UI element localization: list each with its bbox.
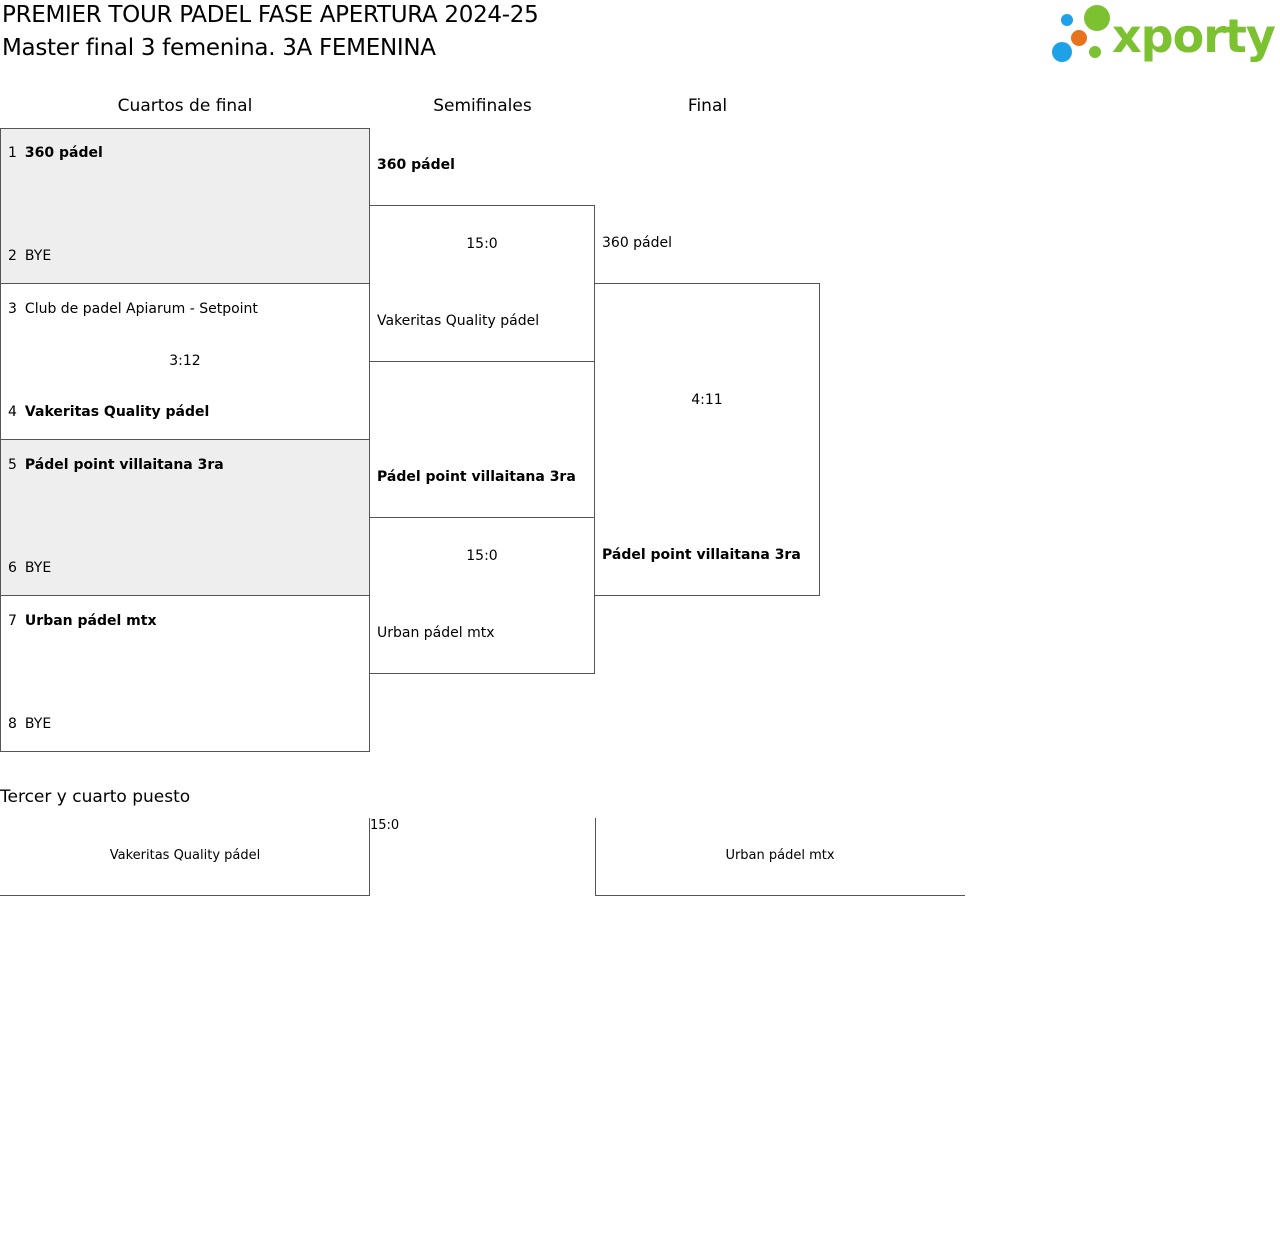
qf4-team-a: 7 Urban pádel mtx: [8, 613, 156, 629]
qf3-team-b: 6 BYE: [8, 560, 51, 576]
round-header-final: Final: [687, 96, 728, 116]
team-name: 360 pádel: [24, 145, 103, 161]
final-score: 4:11: [691, 392, 723, 408]
sf-match-1: [369, 205, 595, 362]
xporty-logo: xporty: [1050, 4, 1278, 66]
sf2-score: 15:0: [466, 548, 498, 564]
qf-match-3: [0, 439, 370, 596]
sf-match-2: [369, 517, 595, 674]
team-name: Club de padel Apiarum - Setpoint: [24, 301, 258, 317]
team-name: BYE: [24, 248, 52, 264]
team-name: Pádel point villaitana 3ra: [24, 457, 224, 473]
qf3-team-a: 5 Pádel point villaitana 3ra: [8, 457, 224, 473]
sf2-team-b: Urban pádel mtx: [377, 625, 495, 641]
sf1-team-a: 360 pádel: [377, 157, 455, 173]
page-title: PREMIER TOUR PADEL FASE APERTURA 2024-25: [2, 2, 539, 28]
qf1-team-a: 1 360 pádel: [8, 145, 103, 161]
seed-number: 5: [8, 457, 17, 473]
final-team-a: 360 pádel: [602, 235, 673, 251]
seed-number: 2: [8, 248, 17, 264]
third-place-heading: Tercer y cuarto puesto: [0, 787, 191, 807]
seed-number: 1: [8, 145, 17, 161]
team-name: Vakeritas Quality pádel: [24, 404, 210, 420]
logo-dots-icon: [1052, 5, 1110, 62]
third-place-slot-b: [595, 818, 965, 896]
team-name: Urban pádel mtx: [24, 613, 157, 629]
third-place-team-a: Vakeritas Quality pádel: [109, 848, 261, 863]
qf4-team-b: 8 BYE: [8, 716, 51, 732]
team-name: BYE: [24, 560, 52, 576]
third-place-score: 15:0: [370, 818, 400, 833]
final-team-b: Pádel point villaitana 3ra: [602, 547, 801, 563]
sf1-score: 15:0: [466, 236, 498, 252]
qf2-score: 3:12: [169, 353, 201, 369]
seed-number: 3: [8, 301, 17, 317]
seed-number: 4: [8, 404, 17, 420]
page-subtitle: Master final 3 femenina. 3A FEMENINA: [2, 35, 436, 61]
sf1-team-b: Vakeritas Quality pádel: [377, 313, 540, 329]
third-place-slot-a: [0, 818, 370, 896]
seed-number: 7: [8, 613, 17, 629]
qf2-team-a: 3 Club de padel Apiarum - Setpoint: [8, 301, 258, 317]
third-place-team-b: Urban pádel mtx: [725, 848, 835, 863]
final-match: [594, 283, 820, 596]
seed-number: 6: [8, 560, 17, 576]
qf-match-1: [0, 128, 370, 284]
round-header-quarterfinals: Cuartos de final: [117, 96, 253, 116]
logo-text: xporty: [1112, 9, 1276, 63]
qf2-team-b: 4 Vakeritas Quality pádel: [8, 404, 209, 420]
round-header-semifinals: Semifinales: [433, 96, 532, 116]
qf1-team-b: 2 BYE: [8, 248, 51, 264]
seed-number: 8: [8, 716, 17, 732]
team-name: BYE: [24, 716, 52, 732]
sf2-team-a: Pádel point villaitana 3ra: [377, 469, 576, 485]
